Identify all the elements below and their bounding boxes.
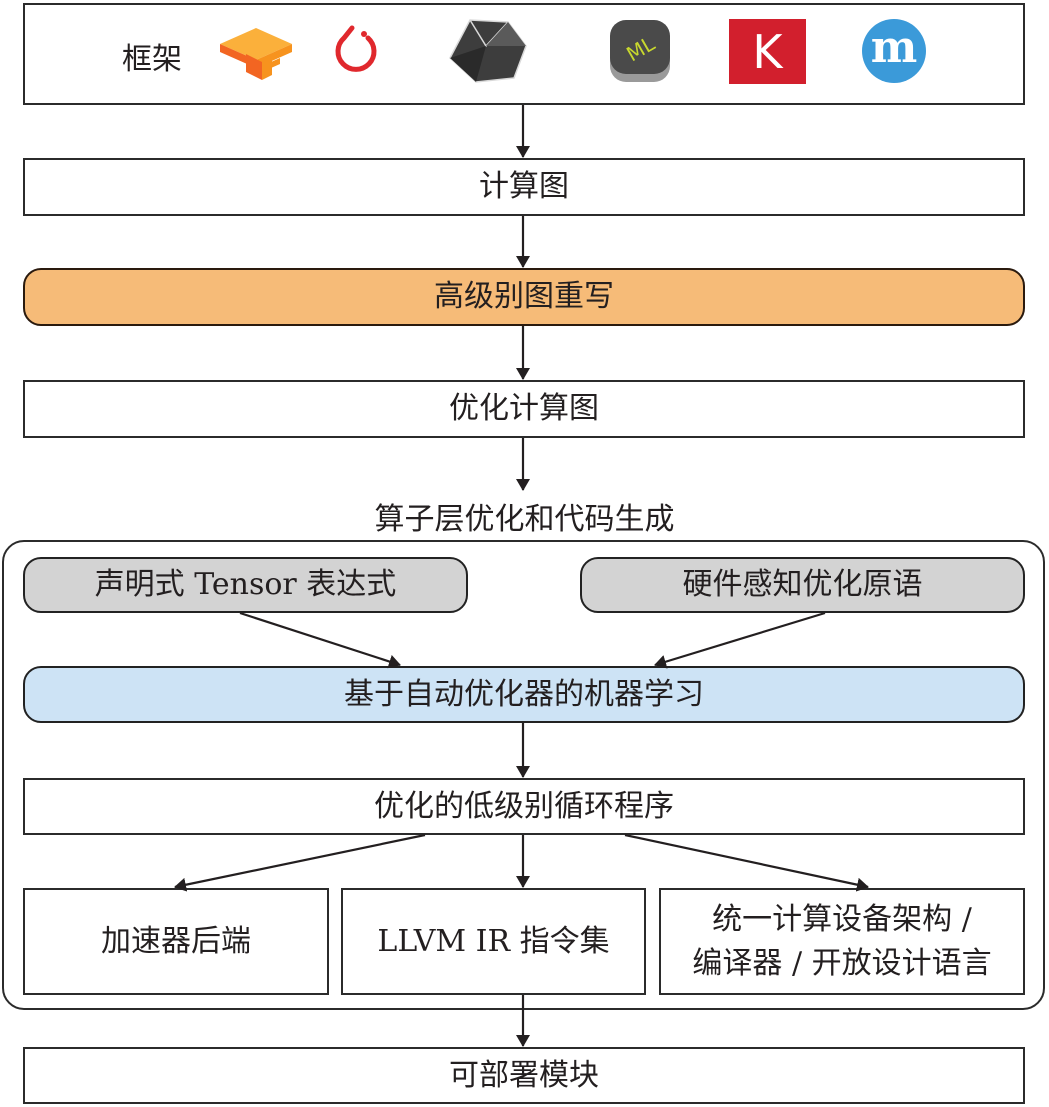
- cuda-opencl-label-line2: 编译器 / 开放设计语言: [692, 945, 992, 981]
- compute-graph-label: 计算图: [479, 169, 569, 205]
- hardware-primitives-node: 硬件感知优化原语: [580, 557, 1025, 613]
- llvm-ir-node: LLVM IR 指令集: [341, 888, 646, 995]
- tensorflow-logo-icon: [220, 28, 292, 80]
- frameworks-box: [23, 3, 1025, 105]
- optimized-graph-label: 优化计算图: [449, 391, 599, 427]
- frameworks-label: 框架: [122, 42, 182, 77]
- keras-logo-icon: K: [729, 19, 806, 84]
- high-level-rewrite-label: 高级别图重写: [434, 279, 614, 315]
- hardware-primitives-label: 硬件感知优化原语: [682, 567, 923, 603]
- deployable-module-label: 可部署模块: [449, 1057, 599, 1093]
- deployable-module-node: 可部署模块: [23, 1047, 1025, 1104]
- operator-section-title: 算子层优化和代码生成: [374, 502, 675, 537]
- m-logo-icon: m: [862, 19, 926, 83]
- keras-logo-text: K: [752, 24, 783, 79]
- coreml-logo-icon: ML: [610, 20, 670, 82]
- pytorch-logo-icon: [335, 25, 377, 72]
- ml-auto-optimizer-node: 基于自动优化器的机器学习: [23, 666, 1025, 723]
- high-level-rewrite-node: 高级别图重写: [23, 268, 1025, 326]
- polyhedron-logo-icon: [449, 19, 527, 83]
- m-logo-text: m: [870, 22, 918, 73]
- declarative-tensor-node: 声明式 Tensor 表达式: [23, 557, 468, 613]
- optimized-loop-program-node: 优化的低级别循环程序: [23, 778, 1025, 835]
- accelerator-backend-node: 加速器后端: [23, 888, 329, 995]
- cuda-opencl-label-line1: 统一计算设备架构 /: [712, 902, 972, 937]
- llvm-ir-label: LLVM IR 指令集: [377, 923, 610, 959]
- cuda-opencl-node: 统一计算设备架构 / 编译器 / 开放设计语言: [659, 888, 1025, 995]
- optimized-loop-program-label: 优化的低级别循环程序: [374, 788, 674, 824]
- optimized-graph-node: 优化计算图: [23, 380, 1025, 438]
- declarative-tensor-label: 声明式 Tensor 表达式: [94, 567, 397, 603]
- compute-graph-node: 计算图: [23, 158, 1025, 216]
- ml-auto-optimizer-label: 基于自动优化器的机器学习: [344, 676, 704, 712]
- accelerator-backend-label: 加速器后端: [101, 923, 251, 959]
